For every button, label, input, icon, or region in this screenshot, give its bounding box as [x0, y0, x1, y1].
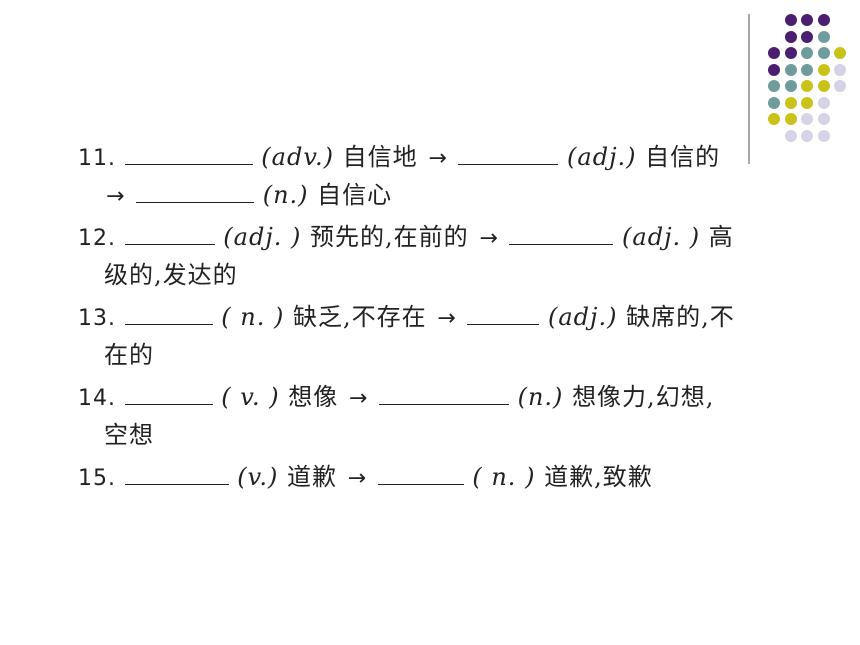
decor-dot: [834, 47, 846, 59]
arrow-icon: →: [347, 466, 368, 491]
part-of-speech: ( n. ): [472, 463, 536, 491]
part-of-speech: (n.): [262, 181, 309, 209]
list-item-13-cont: 在的: [104, 340, 154, 370]
list-item-15: 15. (v.) 道歉 → ( n. ) 道歉,致歉: [78, 462, 653, 494]
decor-dot: [784, 30, 797, 43]
meaning: 道歉,致歉: [544, 463, 653, 491]
arrow-icon: →: [106, 184, 126, 209]
answer-blank[interactable]: [124, 382, 213, 405]
decor-dot: [784, 113, 797, 125]
meaning: 想像: [288, 383, 339, 411]
decor-dot: [817, 80, 830, 92]
answer-blank[interactable]: [124, 302, 213, 325]
list-item-14: 14. ( v. ) 想像 → (n.) 想像力,幻想,: [78, 382, 714, 414]
decor-dot: [817, 47, 830, 59]
part-of-speech: (adv.): [261, 143, 335, 171]
decor-dot: [784, 14, 797, 26]
decor-dot: [817, 63, 830, 76]
part-of-speech: (adj. ): [223, 223, 302, 251]
decor-dot: [768, 96, 780, 109]
decor-dot: [801, 113, 813, 125]
part-of-speech: (v.): [237, 463, 279, 491]
decor-dot: [801, 129, 813, 142]
meaning: 缺乏,不存在: [293, 303, 427, 331]
meaning: 自信的: [645, 143, 721, 171]
meaning: 预先的,在前的: [310, 223, 469, 251]
part-of-speech: (adj.): [567, 143, 637, 171]
item-number: 15.: [78, 466, 116, 491]
answer-blank[interactable]: [458, 142, 559, 165]
list-item-14-cont: 空想: [104, 420, 154, 450]
decor-dot: [817, 129, 830, 142]
decor-dot: [817, 14, 830, 26]
decor-dot: [834, 63, 846, 76]
meaning: 想像力,幻想,: [572, 383, 715, 411]
item-number: 11.: [78, 146, 116, 171]
decor-dot: [817, 96, 830, 109]
meaning: 道歉: [287, 463, 337, 491]
decor-dot: [784, 47, 797, 59]
item-number: 12.: [78, 226, 116, 251]
list-item-12: 12. (adj. ) 预先的,在前的 → (adj. ) 高: [78, 222, 734, 254]
answer-blank[interactable]: [124, 222, 215, 245]
decor-dot: [768, 63, 780, 76]
item-number: 14.: [78, 386, 116, 411]
arrow-icon: →: [437, 306, 457, 331]
meaning: 自信地: [342, 143, 418, 171]
answer-blank[interactable]: [509, 222, 614, 245]
answer-blank[interactable]: [377, 462, 464, 485]
list-item-11: 11. (adv.) 自信地 → (adj.) 自信的: [78, 142, 720, 174]
decor-dot: [801, 63, 813, 76]
arrow-icon: →: [348, 386, 369, 411]
answer-blank[interactable]: [124, 462, 229, 485]
meaning: 自信心: [317, 181, 393, 209]
arrow-icon: →: [428, 146, 448, 171]
decor-dot: [817, 30, 830, 43]
item-number: 13.: [78, 306, 116, 331]
answer-blank[interactable]: [136, 180, 255, 203]
meaning-continued: 空想: [104, 421, 154, 449]
meaning: 缺席的,不: [626, 303, 735, 331]
part-of-speech: ( v. ): [221, 383, 280, 411]
part-of-speech: (adj.): [548, 303, 618, 331]
arrow-icon: →: [479, 226, 499, 251]
meaning: 高: [708, 223, 734, 251]
vertical-rule: [748, 14, 750, 164]
list-item-13: 13. ( n. ) 缺乏,不存在 → (adj.) 缺席的,不: [78, 302, 735, 334]
part-of-speech: (n.): [517, 383, 564, 411]
decor-dot: [784, 63, 797, 76]
decor-dot: [768, 47, 780, 59]
decor-dot: [801, 80, 813, 92]
decor-dot: [784, 96, 797, 109]
decor-dot: [784, 80, 797, 92]
decor-dot: [801, 14, 813, 26]
answer-blank[interactable]: [378, 382, 509, 405]
part-of-speech: (adj. ): [622, 223, 701, 251]
answer-blank[interactable]: [467, 302, 540, 325]
meaning-continued: 级的,发达的: [104, 261, 238, 289]
decor-dot: [784, 129, 797, 142]
meaning-continued: 在的: [104, 341, 154, 369]
part-of-speech: ( n. ): [221, 303, 285, 331]
decor-dot: [768, 113, 780, 125]
decor-dot: [801, 30, 813, 43]
answer-blank[interactable]: [124, 142, 253, 165]
list-item-12-cont: 级的,发达的: [104, 260, 238, 290]
decor-dot: [834, 80, 846, 92]
decor-dot: [768, 80, 780, 92]
decor-dot: [801, 47, 813, 59]
list-item-11-cont: → (n.) 自信心: [104, 180, 392, 212]
decor-dot: [801, 96, 813, 109]
decor-dot: [817, 113, 830, 125]
